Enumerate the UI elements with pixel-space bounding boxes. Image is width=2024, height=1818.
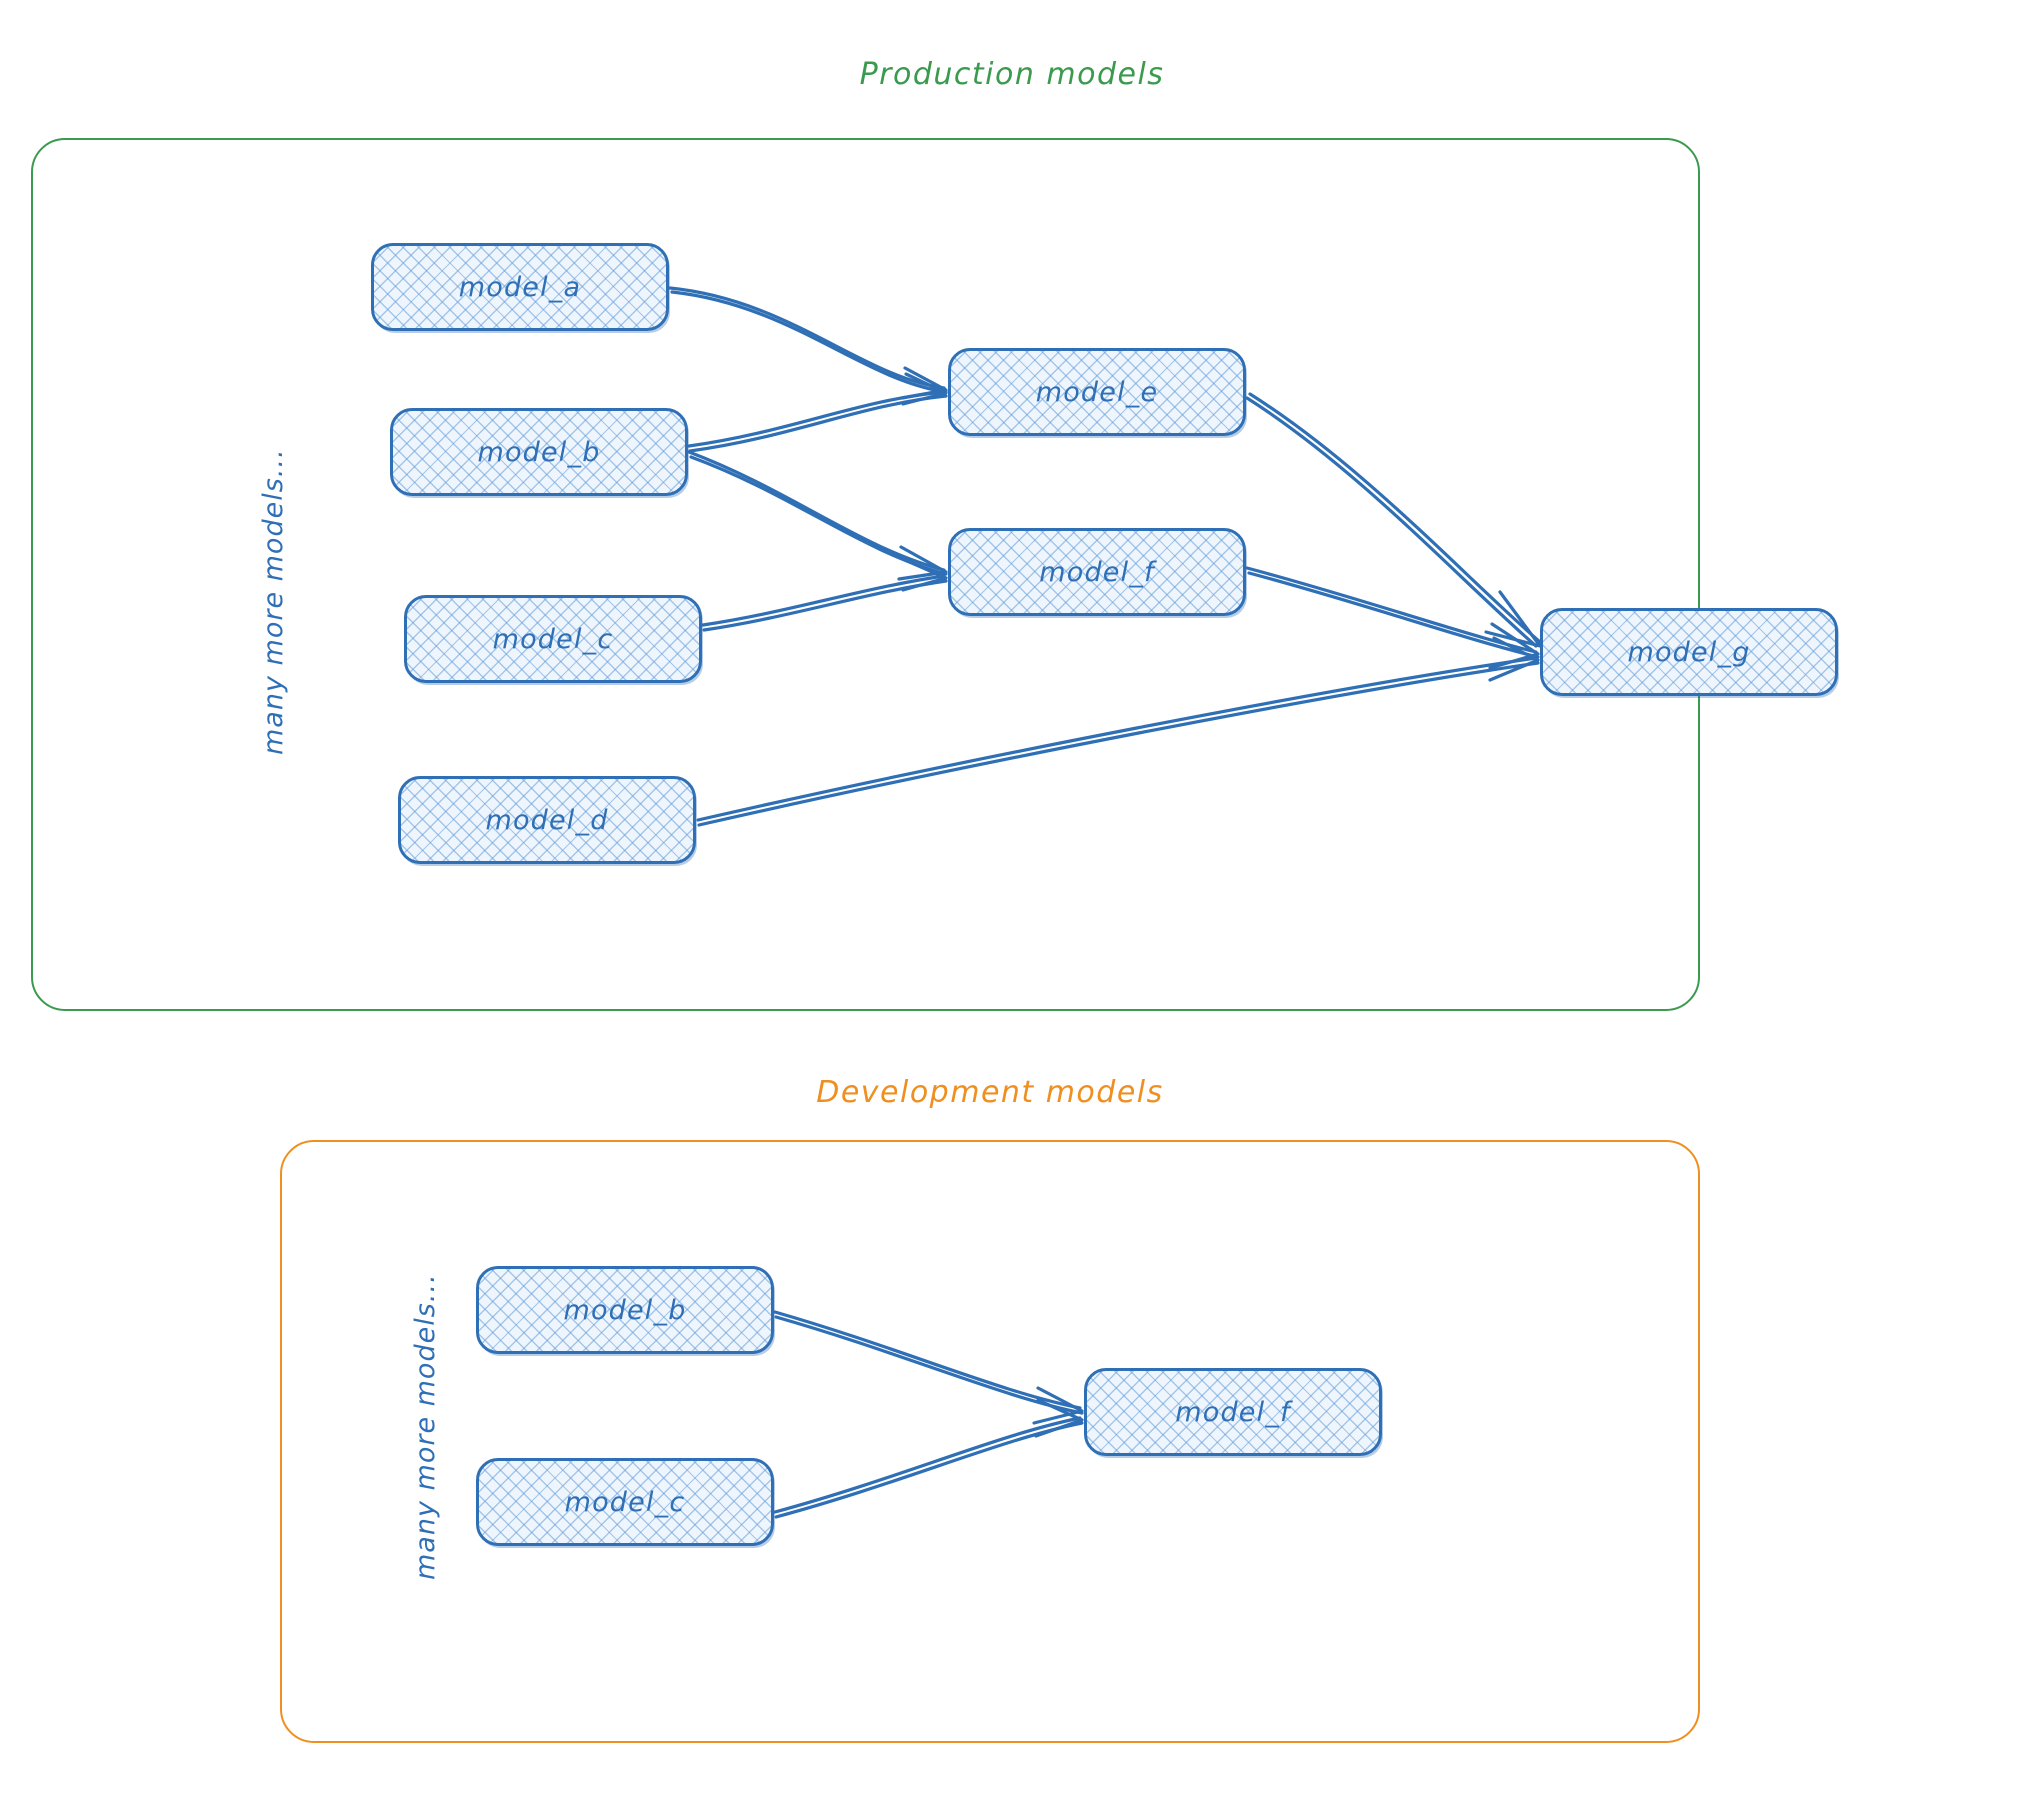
- node-label: model_f: [1039, 556, 1155, 588]
- node-prod-model-g[interactable]: model_g: [1540, 608, 1838, 696]
- node-prod-model-c[interactable]: model_c: [404, 595, 702, 683]
- node-label: model_g: [1627, 636, 1751, 668]
- node-dev-model-c[interactable]: model_c: [476, 1458, 774, 1546]
- node-prod-model-a[interactable]: model_a: [371, 243, 669, 331]
- development-group-title: Development models: [816, 1075, 1164, 1110]
- node-label: model_f: [1175, 1396, 1291, 1428]
- production-many-more-models-label: many more models...: [258, 448, 289, 755]
- edge-model-d-to-model-g: [696, 636, 1540, 827]
- node-dev-model-f[interactable]: model_f: [1084, 1368, 1382, 1456]
- node-label: model_d: [485, 804, 609, 836]
- production-group-title: Production models: [859, 57, 1165, 92]
- edge-dev-model-c-to-model-f: [773, 1398, 1084, 1519]
- node-prod-model-d[interactable]: model_d: [398, 776, 696, 864]
- node-label: model_b: [563, 1294, 687, 1326]
- node-label: model_c: [564, 1486, 686, 1518]
- node-label: model_e: [1035, 376, 1159, 408]
- production-group-frame: [31, 138, 1700, 1011]
- node-prod-model-b[interactable]: model_b: [390, 408, 688, 496]
- node-dev-model-b[interactable]: model_b: [476, 1266, 774, 1354]
- node-prod-model-f[interactable]: model_f: [948, 528, 1246, 616]
- edge-model-c-to-model-f: [701, 558, 948, 632]
- node-prod-model-e[interactable]: model_e: [948, 348, 1246, 436]
- edge-model-b-to-model-e: [687, 372, 948, 453]
- node-label: model_a: [458, 271, 582, 303]
- development-group-frame: [280, 1140, 1700, 1743]
- node-label: model_b: [477, 436, 601, 468]
- development-many-more-models-label: many more models...: [410, 1273, 441, 1580]
- node-label: model_c: [492, 623, 614, 655]
